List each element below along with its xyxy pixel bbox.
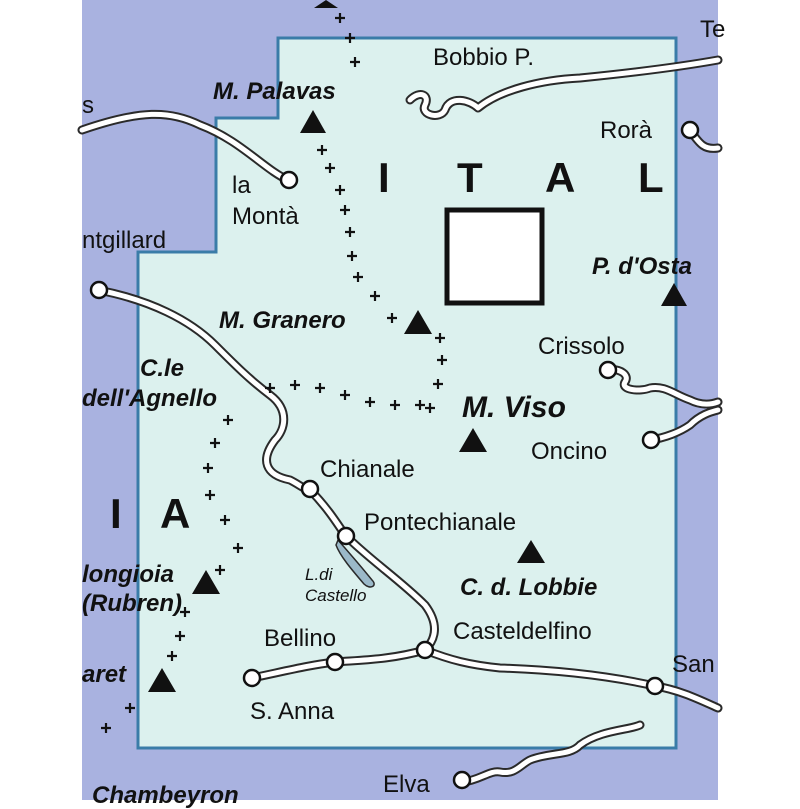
- country-letter: T: [457, 154, 483, 201]
- border-cross-icon: [233, 543, 243, 553]
- border-cross-icon: [387, 313, 397, 323]
- town-circle-icon: [325, 652, 345, 672]
- country-letter: A: [160, 490, 191, 537]
- peak-triangle-icon: [661, 283, 687, 306]
- border-cross-icon: [345, 33, 355, 43]
- inset-square-icon: [444, 207, 545, 306]
- peak-label: aret: [82, 661, 127, 688]
- border-cross-icon: [210, 438, 220, 448]
- border-cross-icon: [335, 13, 345, 23]
- border-cross-icon: [317, 145, 327, 155]
- place-label: Bobbio P.: [433, 44, 534, 71]
- border-cross-icon: [101, 723, 111, 733]
- border-cross-icon: [347, 251, 357, 261]
- border-cross-icon: [220, 515, 230, 525]
- peak-label: M. Palavas: [213, 78, 336, 105]
- town-circle-icon: [279, 170, 299, 190]
- town-circle-icon: [300, 479, 320, 499]
- place-label: Montà: [232, 203, 299, 230]
- peak-triangle-icon: [459, 428, 487, 452]
- border-cross-icon: [345, 227, 355, 237]
- border-cross-icon: [350, 57, 360, 67]
- border-cross-icon: [167, 651, 177, 661]
- place-label: San: [672, 651, 715, 678]
- peak-triangle-icon: [148, 668, 176, 692]
- town-circle-icon: [598, 360, 618, 380]
- peak-triangle-icon: [314, 0, 338, 8]
- border-cross-icon: [437, 355, 447, 365]
- town-circle-icon: [415, 640, 435, 660]
- border-cross-icon: [370, 291, 380, 301]
- lake-label: Castello: [305, 586, 367, 605]
- place-label: Elva: [383, 771, 430, 798]
- border-cross-icon: [223, 415, 233, 425]
- peak-label: dell'Agnello: [82, 385, 218, 412]
- peak-label: M. Granero: [219, 307, 346, 334]
- border-cross-icon: [353, 272, 363, 282]
- peak-label: longioia: [82, 561, 174, 588]
- place-label: Casteldelfino: [453, 618, 592, 645]
- border-cross-icon: [365, 397, 375, 407]
- border-cross-icon: [325, 163, 335, 173]
- lake-label: L.di: [305, 565, 333, 584]
- place-label: Chianale: [320, 456, 415, 483]
- border-cross-icon: [203, 463, 213, 473]
- border-cross-icon: [425, 403, 435, 413]
- place-label: Rorà: [600, 117, 653, 144]
- place-label: Te: [700, 16, 726, 43]
- border-cross-icon: [180, 607, 190, 617]
- place-label: Chambeyron: [92, 782, 239, 809]
- place-label: Crissolo: [538, 333, 625, 360]
- country-letter: L: [638, 154, 664, 201]
- peak-label: M. Viso: [462, 391, 566, 424]
- border-cross-icon: [265, 383, 275, 393]
- highlight-region: [136, 36, 678, 750]
- town-circle-icon: [242, 668, 262, 688]
- town-circle-icon: [680, 120, 700, 140]
- border-cross-icon: [340, 205, 350, 215]
- place-label: Pontechianale: [364, 509, 517, 536]
- place-label: s: [82, 92, 94, 119]
- border-cross-icon: [340, 390, 350, 400]
- border-cross-icon: [335, 185, 345, 195]
- border-cross-icon: [101, 13, 447, 733]
- peak-triangle-icon: [192, 570, 220, 594]
- peak-label: (Rubren): [82, 590, 182, 617]
- country-letter: I: [110, 490, 122, 537]
- peak-label: P. d'Osta: [592, 253, 692, 280]
- border-cross-icon: [435, 333, 445, 343]
- peak-label: C.le: [140, 355, 185, 382]
- town-circle-icon: [452, 770, 472, 790]
- country-letter: A: [545, 154, 576, 201]
- border-cross-icon: [215, 565, 225, 575]
- peak-label: C. d. Lobbie: [460, 574, 598, 601]
- border-cross-icon: [125, 703, 135, 713]
- border-cross-icon: [290, 380, 300, 390]
- border-cross-icon: [390, 400, 400, 410]
- peak-triangle-icon: [300, 110, 326, 133]
- peak-triangle-icon: [404, 310, 432, 334]
- border-cross-icon: [315, 383, 325, 393]
- place-label: Oncino: [531, 438, 608, 465]
- town-circle-icon: [89, 280, 109, 300]
- border-cross-icon: [433, 379, 443, 389]
- town-circle-icon: [645, 676, 665, 696]
- border-cross-icon: [415, 400, 425, 410]
- border-cross-icon: [205, 490, 215, 500]
- place-label: S. Anna: [250, 698, 335, 725]
- place-label: Bellino: [264, 625, 337, 652]
- country-letter: I: [378, 154, 390, 201]
- place-label: la: [232, 172, 251, 199]
- border-cross-icon: [175, 631, 185, 641]
- town-circle-icon: [336, 526, 356, 546]
- place-label: ntgillard: [82, 227, 167, 254]
- roads: [77, 55, 723, 787]
- town-circle-icon: [641, 430, 661, 450]
- peak-triangle-icon: [517, 540, 545, 563]
- lake-castello: [335, 538, 375, 588]
